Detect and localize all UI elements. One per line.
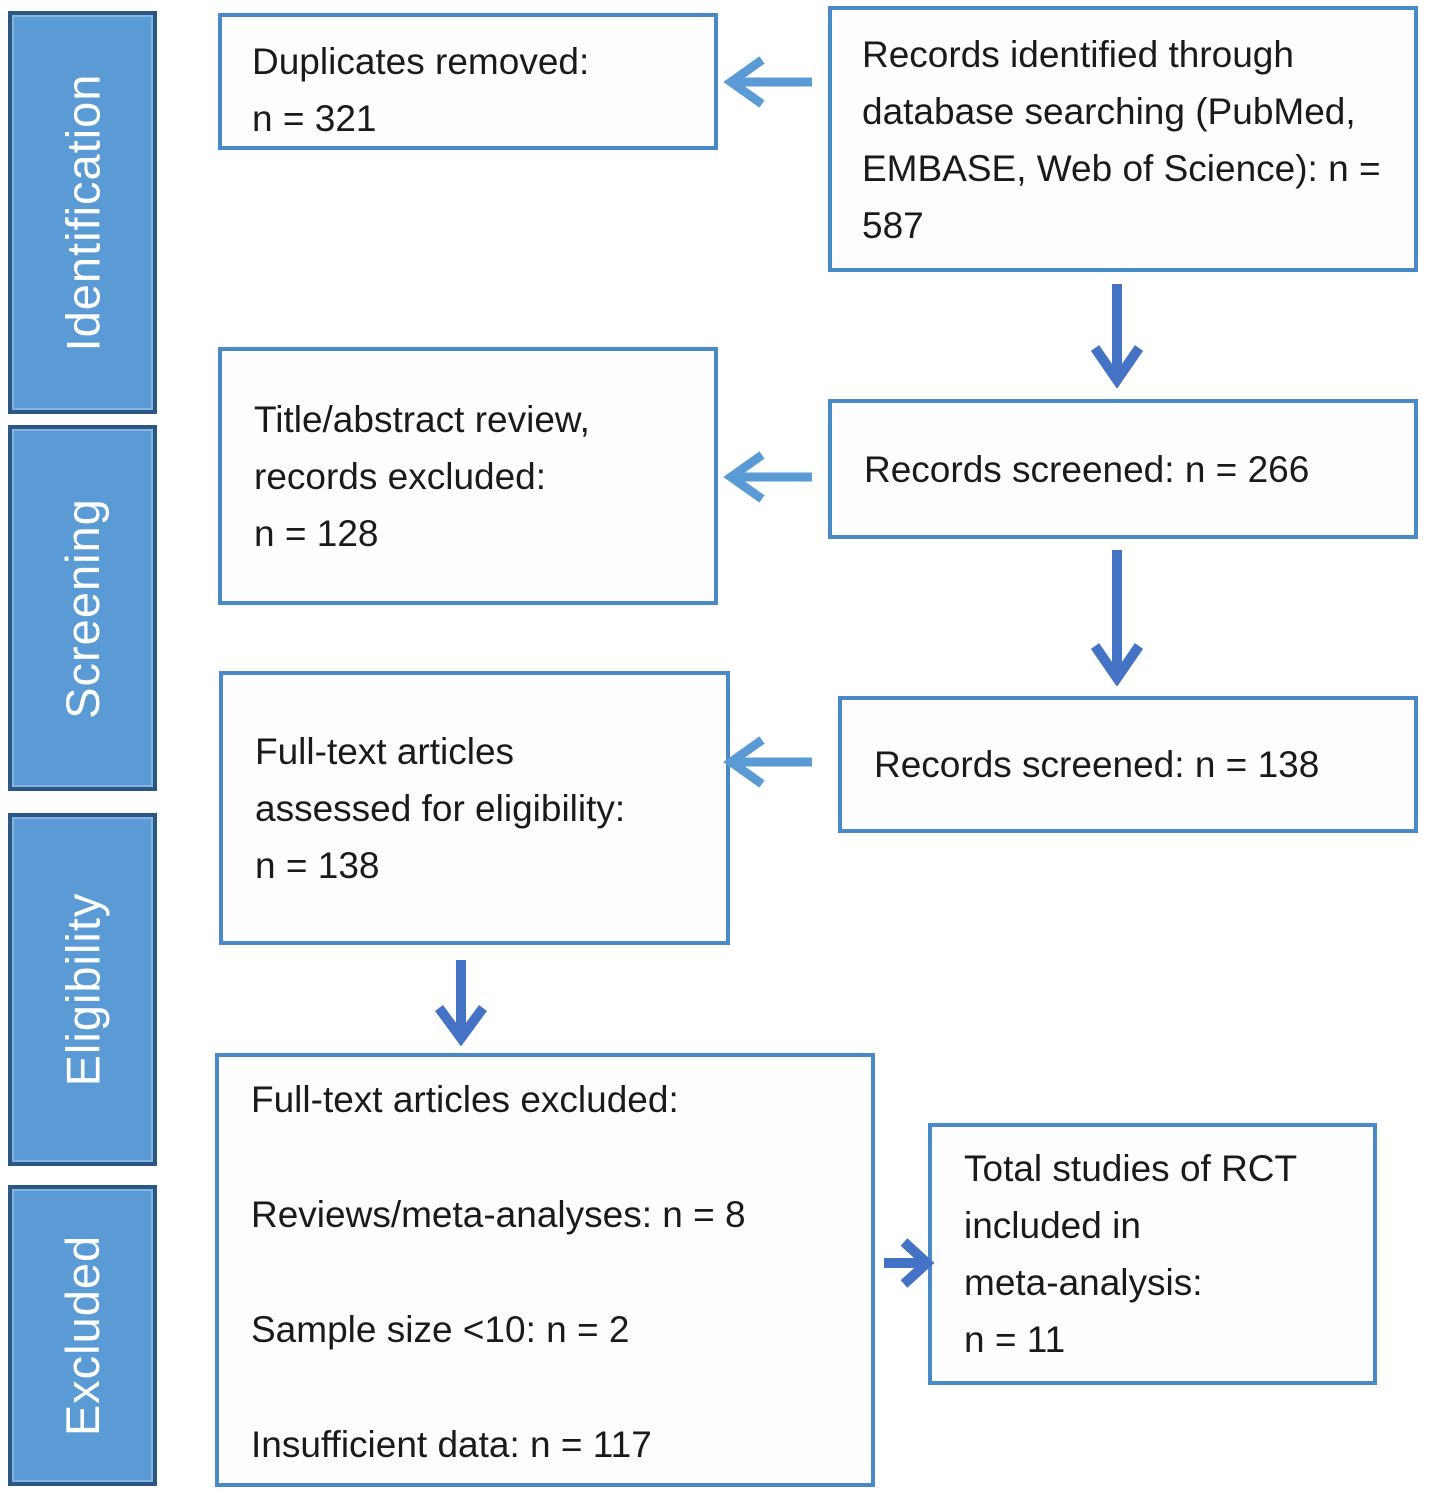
box-text: Duplicates removed: n = 321 <box>252 41 590 139</box>
box-records-screened-138: Records screened: n = 138 <box>838 696 1418 833</box>
arrow-down-identified-to-screened266-icon <box>1087 282 1147 388</box>
arrow-left-identified-to-duplicates-icon <box>722 52 814 112</box>
stage-label-text: Eligibility <box>56 892 109 1087</box>
excluded-title: Full-text articles excluded: <box>251 1079 679 1120</box>
excluded-reason: Insufficient data: n = 117 <box>251 1424 652 1465</box>
box-text: Records identified through database sear… <box>862 34 1381 246</box>
stage-label-text: Identification <box>56 73 109 352</box>
excluded-reason: Sample size <10: n = 2 <box>251 1309 630 1350</box>
arrow-right-excluded-to-total-icon <box>882 1235 936 1291</box>
arrow-left-screened138-to-assessed-icon <box>722 732 814 792</box>
box-text: Full-text articles assessed for eligibil… <box>255 730 626 886</box>
stage-label-text: Excluded <box>56 1234 110 1437</box>
box-total-included: Total studies of RCT included in meta-an… <box>928 1123 1377 1385</box>
box-fulltext-assessed: Full-text articles assessed for eligibil… <box>219 671 730 945</box>
box-records-screened-266: Records screened: n = 266 <box>828 399 1418 539</box>
box-fulltext-excluded: Full-text articles excluded: Reviews/met… <box>215 1053 875 1487</box>
stage-label-excluded: Excluded <box>8 1185 157 1486</box>
box-text: Records screened: n = 266 <box>864 448 1310 490</box>
arrow-down-screened266-to-screened138-icon <box>1087 548 1147 686</box>
box-text: Records screened: n = 138 <box>874 744 1320 785</box>
box-title-abstract-review: Title/abstract review, records excluded:… <box>218 347 718 605</box>
stage-label-text: Screening <box>56 497 110 719</box>
box-records-identified: Records identified through database sear… <box>828 6 1418 272</box>
stage-label-identification: Identification <box>8 11 157 414</box>
stage-label-screening: Screening <box>8 425 157 791</box>
arrow-left-screened266-to-titleabstract-icon <box>722 447 814 507</box>
box-text: Total studies of RCT included in meta-an… <box>964 1148 1298 1360</box>
box-duplicates-removed: Duplicates removed: n = 321 <box>218 13 718 150</box>
arrow-down-assessed-to-excluded-icon <box>431 958 491 1046</box>
excluded-reason: Reviews/meta-analyses: n = 8 <box>251 1194 746 1235</box>
stage-label-eligibility: Eligibility <box>8 813 157 1166</box>
box-text: Title/abstract review, records excluded:… <box>254 398 590 554</box>
